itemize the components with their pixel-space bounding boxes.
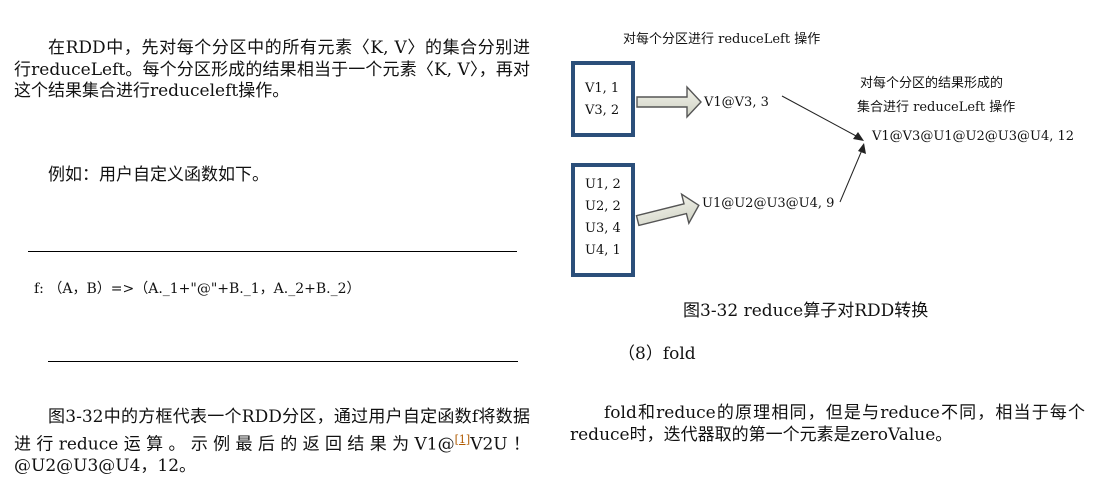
- box-u-line-3: U3, 4: [585, 221, 621, 236]
- paragraph-explanation-text-b: V2U！@U2@U3@U4，12。: [14, 434, 530, 476]
- partition-box-v-text: V1, 1 V3, 2: [585, 78, 619, 122]
- figure-right-label-2: 集合进行 reduceLeft 操作: [857, 100, 1016, 115]
- box-v-line-1: V1, 1: [585, 81, 620, 96]
- partition-box-u: [571, 163, 635, 277]
- partition-box-v: [571, 61, 635, 137]
- figure-top-label: 对每个分区进行 reduceLeft 操作: [623, 32, 821, 47]
- block-arrow-u: [635, 192, 700, 227]
- section-heading-fold: （8）fold: [618, 344, 696, 364]
- thin-arrow-head-u: [858, 143, 866, 154]
- formula-f: f: （A，B）=>（A._1+"@"+B._1，A._2+B._2）: [34, 281, 361, 297]
- final-result: V1@V3@U1@U2@U3@U4, 12: [872, 129, 1075, 144]
- formula-bottom-rule: [48, 361, 518, 362]
- paragraph-figure-explanation: 图3-32中的方框代表一个RDD分区，通过用户自定函数f将数据进行reduce运…: [14, 407, 530, 477]
- paragraph-explanation-text-a: 图3-32中的方框代表一个RDD分区，通过用户自定函数f将数据进行reduce运…: [14, 407, 530, 455]
- formula-top-rule: [28, 251, 517, 252]
- block-arrow-v: [636, 85, 702, 119]
- figure-caption: 图3-32 reduce算子对RDD转换: [683, 301, 929, 321]
- footnote-reference-link[interactable]: [1]: [454, 432, 471, 446]
- box-u-line-2: U2, 2: [585, 199, 621, 214]
- thin-arrow-line-v: [781, 95, 859, 138]
- result-partition-u: U1@U2@U3@U4, 9: [702, 196, 835, 211]
- box-v-line-2: V3, 2: [585, 103, 620, 118]
- box-u-line-4: U4, 1: [585, 243, 621, 258]
- paragraph-reduceleft-intro: 在RDD中，先对每个分区中的所有元素〈K, V〉的集合分别进行reduceLef…: [14, 38, 530, 101]
- thin-arrow-head-v: [853, 132, 864, 141]
- figure-right-label-1: 对每个分区的结果形成的: [860, 76, 1004, 91]
- box-u-line-1: U1, 2: [585, 177, 621, 192]
- thin-arrow-line-u: [839, 149, 863, 203]
- paragraph-example-intro: 例如：用户自定义函数如下。: [48, 165, 269, 185]
- partition-box-u-text: U1, 2 U2, 2 U3, 4 U4, 1: [585, 174, 621, 262]
- paragraph-fold: fold和reduce的原理相同，但是与reduce不同，相当于每个reduce…: [570, 403, 1085, 445]
- result-partition-v: V1@V3, 3: [704, 95, 769, 110]
